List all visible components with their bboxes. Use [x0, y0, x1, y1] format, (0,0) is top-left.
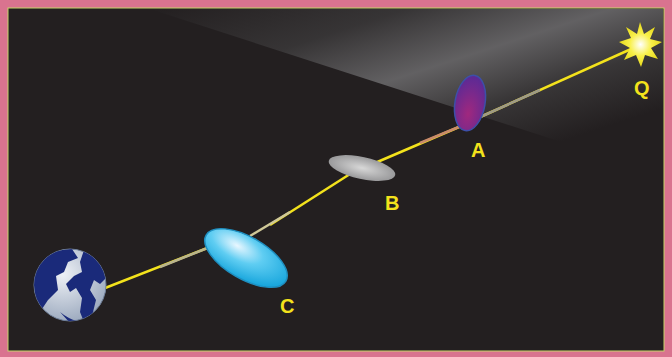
object-label: C [280, 296, 294, 316]
object-label: B [385, 193, 399, 213]
object-label: A [471, 140, 485, 160]
object-label: Q [634, 78, 650, 98]
